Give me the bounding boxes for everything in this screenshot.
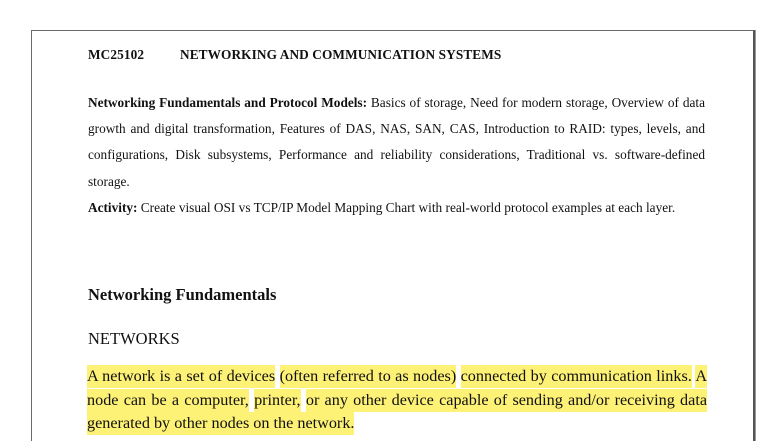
highlight-segment[interactable]: printer, [254,388,301,412]
activity-text: Create visual OSI vs TCP/IP Model Mappin… [137,199,676,215]
course-title: NETWORKING AND COMMUNICATION SYSTEMS [180,47,502,62]
highlight-segment[interactable]: A network is a set of devices [87,365,276,388]
highlight-segment[interactable]: connected by communication links. [460,365,692,388]
sub-heading: NETWORKS [88,329,180,348]
unit-label: Networking Fundamentals and Protocol Mod… [88,95,368,110]
activity-description: Activity: Create visual OSI vs TCP/IP Mo… [88,195,705,221]
document-page: MC25102 NETWORKING AND COMMUNICATION SYST… [31,30,755,441]
highlighted-paragraph: A network is a set of devices (often ref… [87,365,708,436]
unit-description: Networking Fundamentals and Protocol Mod… [88,90,705,195]
highlight-segment[interactable]: (often referred to as nodes) [279,365,457,388]
syllabus-block: Networking Fundamentals and Protocol Mod… [88,90,705,221]
section-heading: Networking Fundamentals [88,285,277,304]
activity-label: Activity: [88,199,138,215]
unit-text: Basics of storage, Need for modern stora… [88,95,705,189]
course-header: MC25102 NETWORKING AND COMMUNICATION SYST… [88,47,501,63]
course-code: MC25102 [88,47,145,62]
